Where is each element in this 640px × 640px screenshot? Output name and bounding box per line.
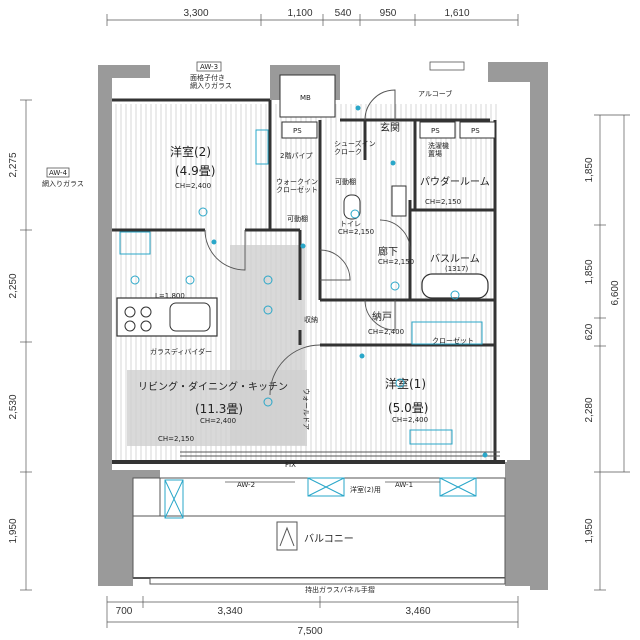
western2-ch: CH=2,400	[175, 182, 211, 190]
aw1-label: AW-1	[395, 481, 413, 489]
balcony-area	[132, 477, 506, 579]
electrical-markers	[119, 105, 488, 458]
storage-ch: CH=2,400	[368, 328, 404, 336]
western1-ch: CH=2,400	[392, 416, 428, 424]
dim-top-2: 1,100	[287, 8, 312, 19]
powder-label: パウダールーム	[420, 175, 490, 188]
toilet-ch: CH=2,150	[338, 228, 374, 236]
dim-top-3: 540	[335, 8, 352, 19]
walkin-label: ウォークインクローゼット	[276, 178, 318, 194]
shuno-label: 収納	[304, 315, 318, 324]
top-dimension-line: 3,300 1,100 540 950 1,610	[106, 8, 519, 26]
balcony-marker	[276, 521, 298, 551]
ps-label-1: PS	[293, 127, 302, 135]
entrance-label: 玄関	[380, 121, 400, 134]
shoes-label: シューズインクローク	[334, 139, 376, 156]
bottom-dimension-line: 700 3,340 3,460 7,500	[106, 596, 519, 637]
mb-label: MB	[300, 94, 311, 102]
movable-shelf-1: 可動棚	[287, 214, 308, 223]
dim-bottom-total: 7,500	[297, 626, 322, 637]
western2-size: (4.9畳)	[175, 164, 215, 178]
dim-top-1: 3,300	[183, 8, 208, 19]
bath-label: バスルーム	[430, 253, 480, 265]
stove-icon	[124, 306, 152, 332]
dim-bottom-3: 3,460	[405, 606, 430, 617]
ps-box-3	[459, 121, 496, 139]
mb-box	[279, 74, 336, 118]
ac-outdoor-1	[164, 479, 184, 519]
left-dimension-line: 2,275 2,250 2,530 1,950	[8, 99, 32, 591]
movable-shelf-2: 可動棚	[335, 177, 356, 186]
dim-left-1: 2,275	[8, 152, 19, 177]
closet-label: クローゼット	[432, 336, 474, 345]
ac-outdoor-2	[307, 477, 345, 497]
l1800-label: L=1,800	[155, 292, 185, 300]
storage-label: 納戸	[372, 310, 392, 323]
ps-label-3: PS	[471, 127, 480, 135]
powder-ch: CH=2,150	[425, 198, 461, 206]
garasu-label: ガラスディバイダー	[150, 347, 212, 356]
aw2-label: AW-2	[237, 481, 255, 489]
dim-bottom-2: 3,340	[217, 606, 242, 617]
pipe-label: 2階パイプ	[280, 151, 312, 160]
dim-right-2: 1,850	[584, 259, 595, 284]
dim-left-2: 2,250	[8, 273, 19, 298]
ldk-highlight-lower	[127, 370, 307, 446]
hall-label: 廊下	[378, 245, 398, 258]
ac-outdoor-3	[439, 477, 477, 497]
balcony-rail	[149, 577, 506, 585]
dim-right-3: 620	[584, 323, 595, 340]
washer-label: 洗濯機置場	[428, 141, 449, 158]
balcony-rail-label: 持出ガラスパネル手摺	[305, 585, 375, 594]
dim-top-4: 950	[380, 8, 397, 19]
ldk-name: リビング・ダイニング・キッチン	[138, 380, 288, 393]
aw3-label: AW-3	[200, 63, 218, 71]
western1-size: (5.0畳)	[388, 401, 428, 415]
aw4-note: 網入りガラス	[42, 179, 84, 188]
dim-right-5: 1,950	[584, 518, 595, 543]
fix-label: FIX	[285, 461, 296, 469]
ps-label-2: PS	[431, 127, 440, 135]
western1-name: 洋室(1)	[385, 376, 426, 391]
toilet-fixture	[343, 194, 361, 220]
alcove-recess	[429, 61, 465, 71]
bath-size: (1317)	[445, 265, 469, 273]
washbasin	[391, 185, 407, 217]
ldk-ch2: CH=2,150	[158, 435, 194, 443]
interior-walls	[112, 98, 505, 464]
entrance-door-swing	[364, 89, 396, 121]
dim-left-4: 1,950	[8, 518, 19, 543]
dim-left-3: 2,530	[8, 394, 19, 419]
interior-doors	[204, 219, 411, 396]
right-dimension-line: 1,850 1,850 620 2,280 1,950 6,600	[584, 114, 630, 591]
aw3-note: 面格子付き網入りガラス	[190, 73, 232, 90]
aw4-label: AW-4	[49, 169, 68, 177]
bathtub	[421, 273, 489, 299]
ps-box-1	[281, 121, 318, 139]
ps-box-2	[419, 121, 456, 139]
ldk-size: (11.3畳)	[195, 402, 243, 416]
hall-ch: CH=2,150	[378, 258, 414, 266]
dim-bottom-1: 700	[116, 606, 133, 617]
toilet-label: トイレ	[340, 220, 361, 228]
dim-right-total: 6,600	[610, 280, 621, 305]
western2-use-label: 洋室(2)用	[350, 485, 381, 494]
ldk-ch: CH=2,400	[200, 417, 236, 425]
balcony-label: バルコニー	[304, 533, 354, 545]
western2-name: 洋室(2)	[170, 144, 211, 159]
aw4-box	[46, 167, 70, 178]
alcove-label: アルコーブ	[418, 89, 452, 98]
dim-top-5: 1,610	[444, 8, 469, 19]
wall-door-label: ウォールドア	[302, 388, 310, 430]
dim-right-4: 2,280	[584, 397, 595, 422]
dim-right-1: 1,850	[584, 157, 595, 182]
kitchen-sink	[169, 302, 211, 332]
aw3-box	[196, 61, 222, 72]
window-sill-lines	[180, 451, 500, 457]
